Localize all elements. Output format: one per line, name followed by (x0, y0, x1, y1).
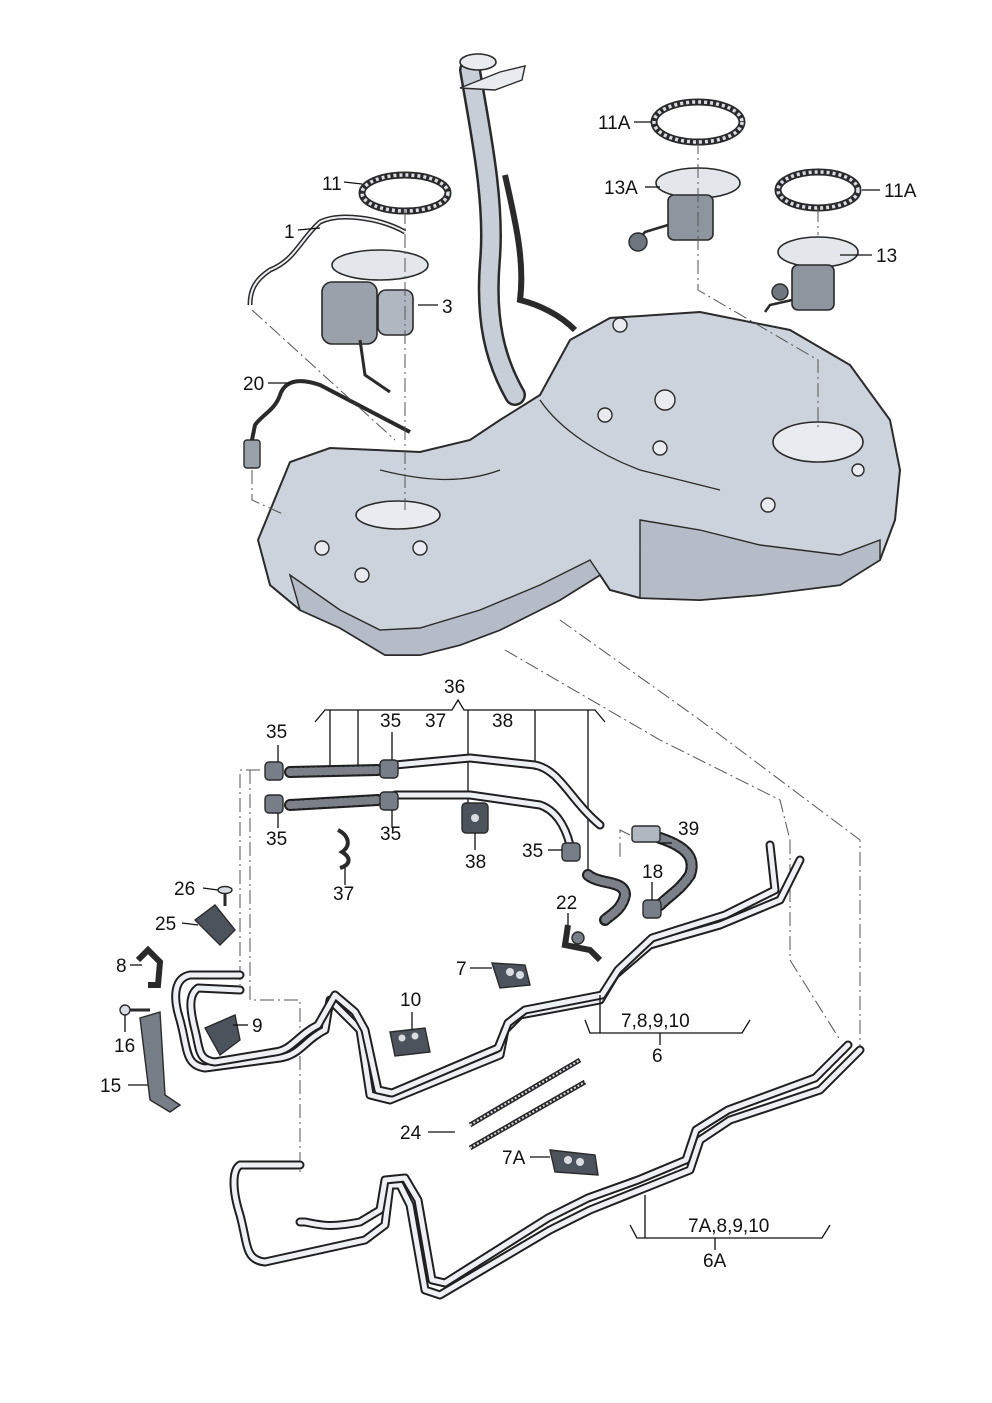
group-bracket-6a (629, 1195, 831, 1250)
label-7a: 7A (502, 1148, 526, 1169)
label-35-c: 35 (266, 829, 287, 850)
tank-opening-left (355, 500, 441, 530)
retaining-ring-11a-top (650, 98, 746, 146)
hose-clamps-35 (264, 759, 662, 919)
label-38-top: 38 (492, 711, 513, 732)
label-37-top: 37 (425, 711, 446, 732)
label-13: 13 (876, 246, 897, 267)
bracket-8 (135, 945, 164, 988)
holder-10 (389, 1027, 431, 1057)
leader-lines (124, 121, 880, 1158)
label-11: 11 (322, 174, 342, 195)
label-10: 10 (400, 990, 421, 1011)
label-13a: 13A (604, 178, 638, 199)
line-set-6a (229, 1040, 865, 1300)
label-36: 36 (444, 677, 465, 698)
connector-39 (631, 825, 661, 843)
label-35-e: 35 (522, 841, 543, 862)
group-bracket-6 (584, 995, 751, 1045)
label-group-6a: 7A,8,9,10 (688, 1216, 769, 1237)
label-18: 18 (642, 862, 663, 883)
label-22: 22 (556, 893, 577, 914)
fuel-sender-13 (763, 236, 859, 313)
label-9: 9 (252, 1016, 263, 1037)
label-26: 26 (174, 879, 195, 900)
label-group-6: 7,8,9,10 (621, 1011, 690, 1032)
label-1: 1 (284, 222, 295, 243)
label-20: 20 (243, 374, 264, 395)
fuel-pump-module-3 (321, 249, 429, 394)
label-39: 39 (678, 819, 699, 840)
label-3: 3 (442, 297, 453, 318)
label-6: 6 (652, 1046, 663, 1067)
label-8: 8 (116, 956, 127, 977)
fuel-line-1 (247, 214, 407, 306)
label-38-bottom: 38 (465, 852, 486, 873)
cable-ties-24 (468, 1057, 587, 1151)
line-set-6 (171, 840, 805, 1105)
label-11a-top: 11A (598, 113, 631, 134)
label-6a: 6A (703, 1251, 727, 1272)
label-35-b: 35 (380, 711, 401, 732)
holder-7a (549, 1149, 599, 1176)
label-11a-right: 11A (884, 181, 917, 202)
fuel-hoses (284, 764, 698, 926)
label-24: 24 (400, 1123, 422, 1144)
tank-opening-right (772, 421, 864, 463)
label-35-d: 35 (380, 824, 401, 845)
fuel-sender-13a (628, 167, 741, 252)
label-15: 15 (100, 1076, 121, 1097)
holder-38 (461, 802, 489, 834)
label-16: 16 (114, 1036, 135, 1057)
bracket-9 (204, 1014, 241, 1057)
holder-7 (491, 962, 531, 989)
clip-37 (336, 828, 351, 870)
callout-labels: 11 1 3 20 11A 13A 11A 13 36 35 35 37 38 … (100, 113, 917, 1272)
retaining-ring-11 (358, 171, 452, 215)
bolt-16 (119, 1004, 150, 1016)
bolt-26 (217, 885, 233, 906)
bracket-25 (193, 904, 236, 946)
retaining-ring-11a-right (774, 168, 862, 212)
assembly-guide-lines (239, 140, 861, 1175)
filler-neck (459, 53, 578, 406)
label-25: 25 (155, 914, 176, 935)
label-7: 7 (456, 959, 467, 980)
label-35-a: 35 (266, 722, 287, 743)
wiring-harness-20 (243, 379, 411, 469)
shield-15 (139, 1011, 182, 1113)
fuel-tank (256, 310, 902, 656)
rigid-lines-upper (390, 753, 605, 850)
label-37-bottom: 37 (333, 884, 354, 905)
valve-22 (561, 924, 603, 963)
